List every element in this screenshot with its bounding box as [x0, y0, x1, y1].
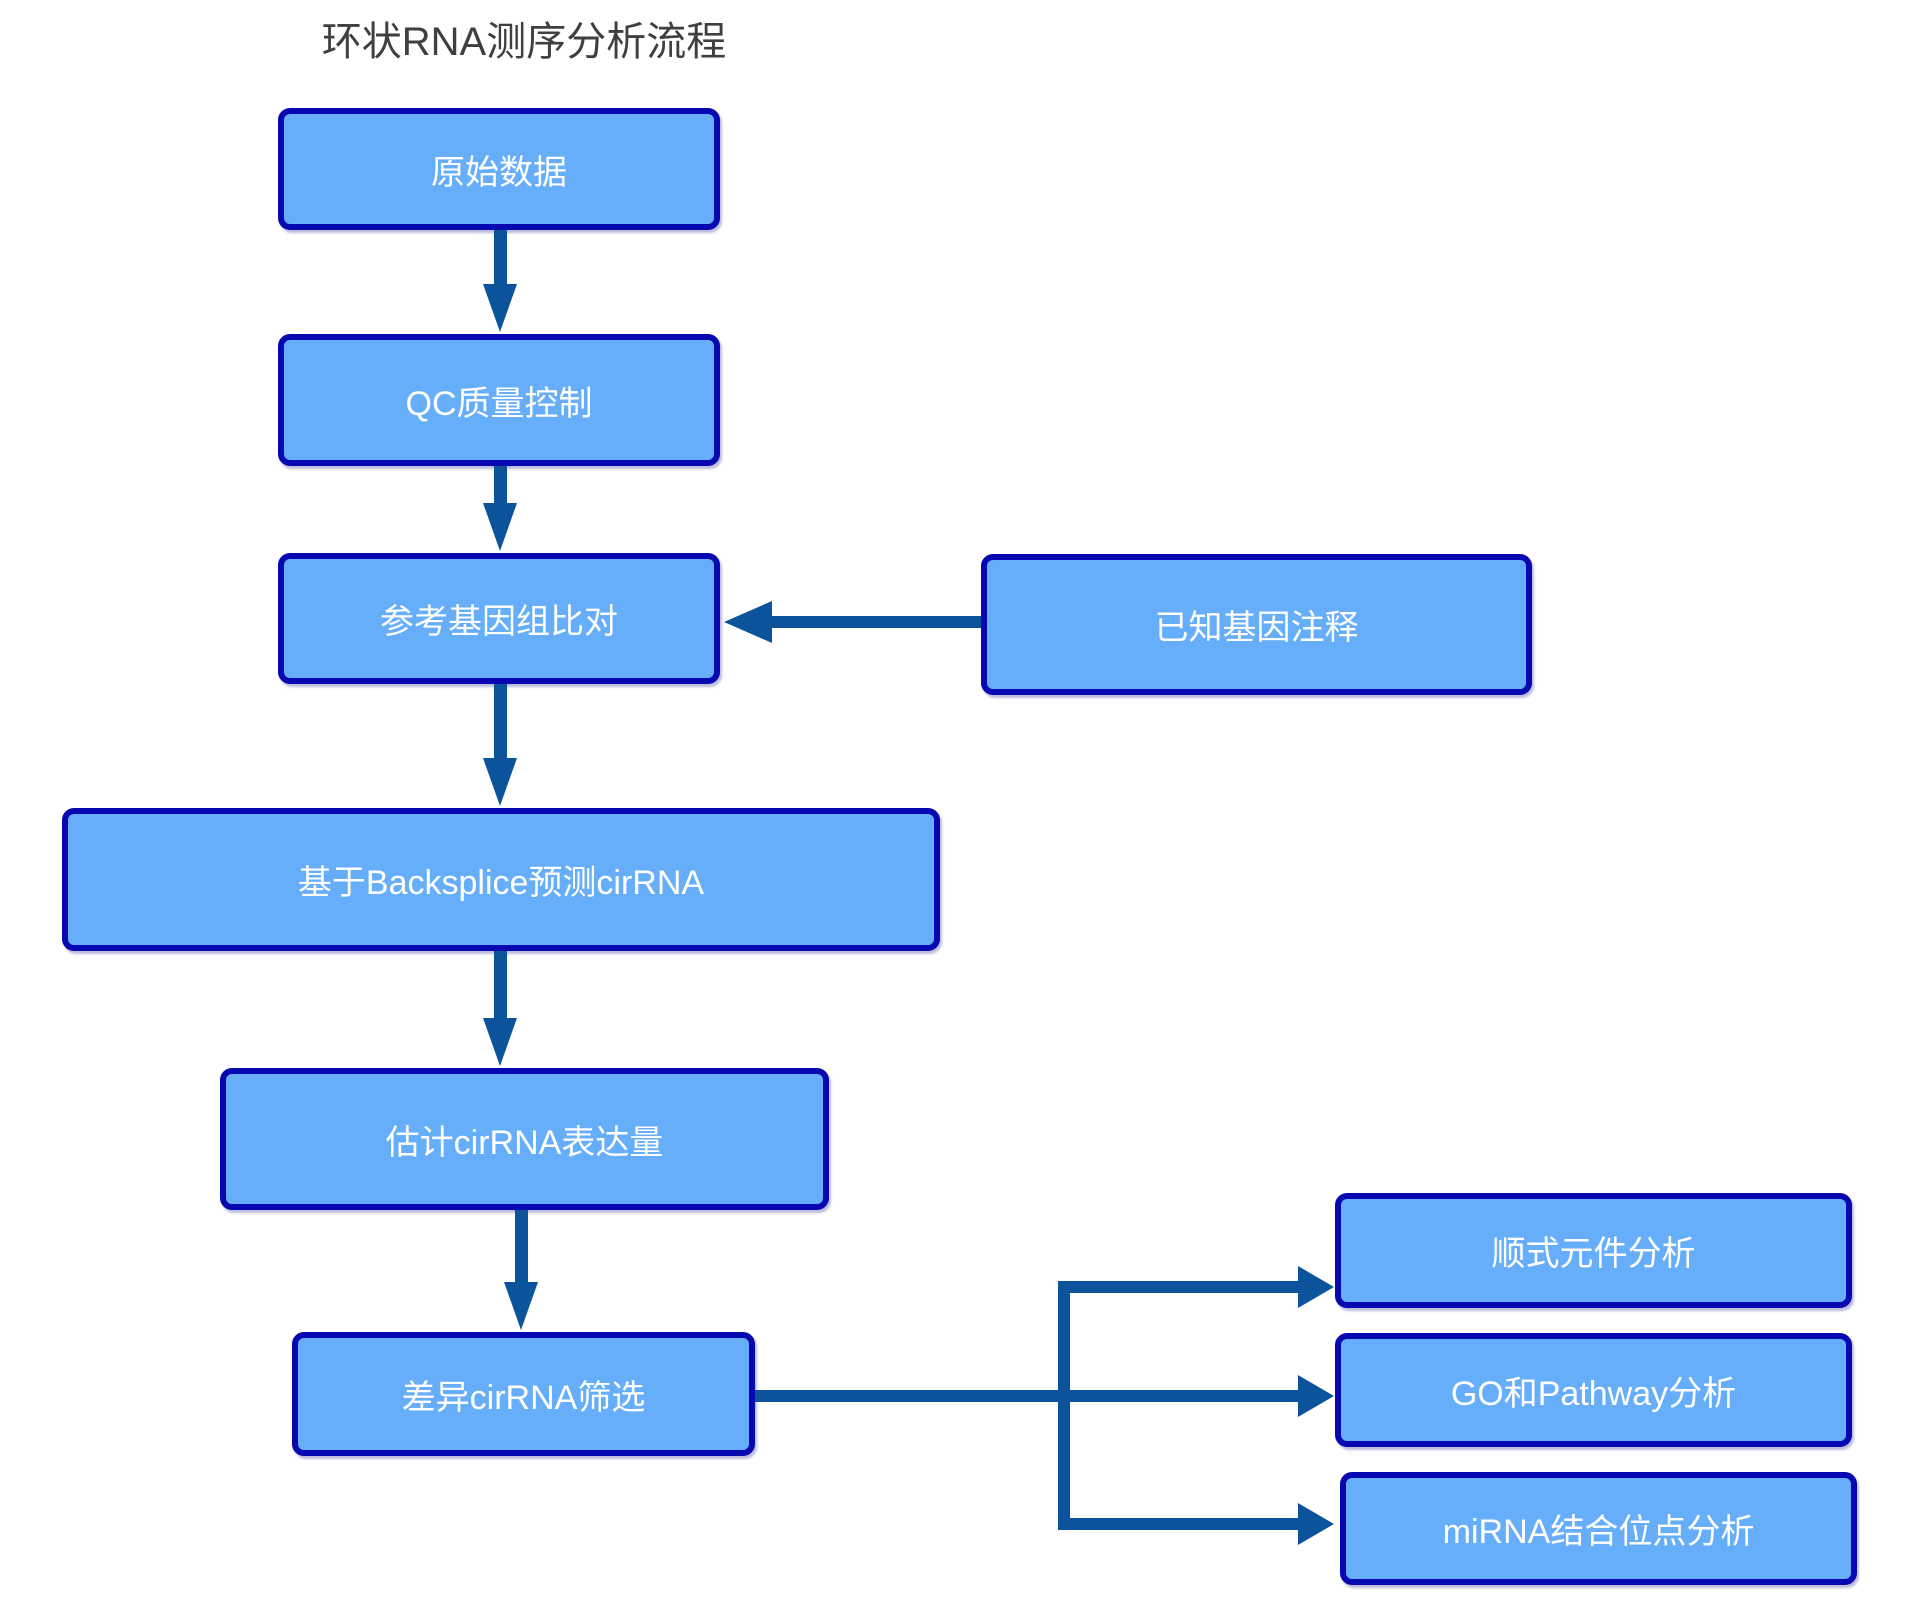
- node-mirna-binding-site-analysis: miRNA结合位点分析: [1340, 1472, 1857, 1585]
- arrow-to-mirna-binding-head-icon: [1298, 1503, 1334, 1545]
- arrow-to-cis-analysis-head-icon: [1298, 1266, 1334, 1308]
- arrow-align-to-backsplice-head-icon: [483, 758, 517, 806]
- arrow-backsplice-to-expression-shaft: [494, 951, 507, 1018]
- connector-branch-trunk: [1058, 1281, 1070, 1530]
- arrow-raw-to-qc-shaft: [494, 230, 507, 284]
- arrow-raw-to-qc-head-icon: [483, 284, 517, 332]
- arrow-backsplice-to-expression-head-icon: [483, 1018, 517, 1066]
- diagram-title: 环状RNA测序分析流程: [321, 20, 727, 64]
- arrow-expression-to-diff-head-icon: [504, 1282, 538, 1330]
- node-cirrna-expression-estimation: 估计cirRNA表达量: [220, 1068, 829, 1210]
- arrow-qc-to-align-head-icon: [483, 503, 517, 551]
- arrow-expression-to-diff-shaft: [515, 1210, 528, 1282]
- connector-branch-bottom-line: [1070, 1518, 1298, 1530]
- node-cis-element-analysis: 顺式元件分析: [1335, 1193, 1852, 1308]
- node-reference-genome-alignment: 参考基因组比对: [278, 553, 720, 684]
- node-go-pathway-analysis: GO和Pathway分析: [1335, 1333, 1852, 1447]
- arrow-annotation-to-align-head-icon: [724, 601, 772, 643]
- node-backsplice-cirrna-prediction: 基于Backsplice预测cirRNA: [62, 808, 940, 951]
- connector-branch-top-line: [1070, 1281, 1298, 1293]
- node-raw-data: 原始数据: [278, 108, 720, 230]
- node-known-gene-annotation: 已知基因注释: [981, 554, 1532, 695]
- arrow-qc-to-align-shaft: [494, 466, 507, 503]
- arrow-annotation-to-align-line: [770, 616, 981, 628]
- node-differential-cirrna-screening: 差异cirRNA筛选: [292, 1332, 755, 1456]
- arrow-to-go-pathway-head-icon: [1298, 1375, 1334, 1417]
- arrow-align-to-backsplice-shaft: [494, 684, 507, 758]
- connector-diff-main-line: [755, 1390, 1298, 1402]
- node-qc-quality-control: QC质量控制: [278, 334, 720, 466]
